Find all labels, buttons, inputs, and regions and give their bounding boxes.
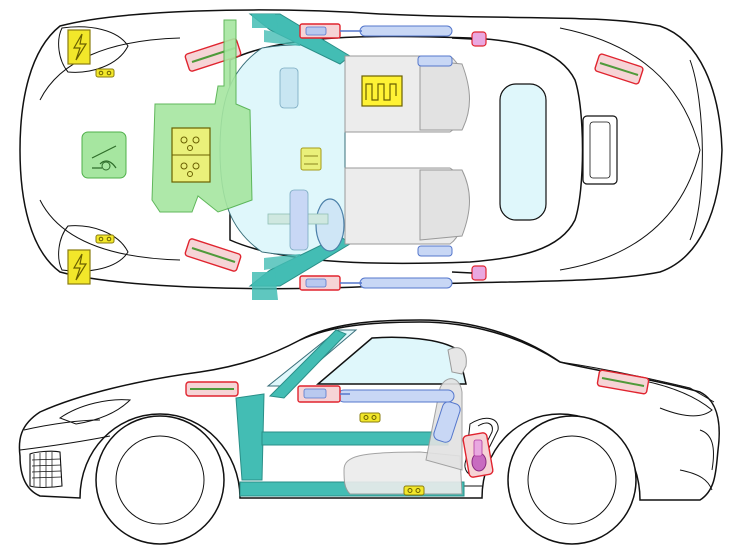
side-front-wheel-rim — [115, 435, 205, 525]
side-rear-wheel-rim — [527, 435, 617, 525]
roll-over-control-unit-icon — [361, 75, 403, 107]
top-belt-line-right — [451, 271, 473, 274]
side-door-frame — [235, 393, 265, 481]
top-dash-airbag-passenger — [279, 67, 299, 109]
top-door-airbag-right — [417, 245, 453, 257]
top-dash-airbag-driver — [289, 189, 309, 251]
top-rocker-right — [264, 254, 300, 270]
sensor-icon — [95, 68, 115, 78]
top-side-airbag-left — [359, 25, 453, 37]
top-belt-line-left — [451, 37, 473, 40]
belt-pretensioner-icon — [462, 432, 494, 478]
top-engine-cover — [582, 115, 618, 185]
airbag-inflator-icon — [299, 23, 362, 39]
top-rocker-left — [264, 30, 300, 46]
sensor-icon — [95, 234, 115, 244]
top-body-outline — [19, 9, 723, 290]
side-a-pillar — [268, 329, 347, 399]
top-view — [19, 9, 723, 300]
sensor-icon — [359, 412, 381, 423]
side-window — [315, 336, 467, 385]
gas-strut-icon — [596, 369, 650, 395]
top-rear-line — [559, 27, 701, 271]
airbag-inflator-icon — [299, 275, 362, 291]
belt-pretensioner-icon — [471, 31, 487, 47]
top-steering-wheel — [315, 198, 345, 252]
gas-strut-icon — [184, 238, 242, 272]
side-body-outline — [18, 321, 720, 501]
side-curtain-airbag — [337, 389, 455, 403]
top-seat-right — [344, 167, 470, 245]
top-side-airbag-right — [359, 277, 453, 289]
side-rear-spoiler — [639, 379, 713, 417]
top-seat-left — [344, 55, 470, 133]
side-headlight — [58, 399, 132, 425]
top-headlight-right — [58, 225, 129, 272]
sensor-icon — [300, 147, 322, 171]
belt-pretensioner-icon — [471, 265, 487, 281]
gas-strut-icon — [185, 381, 239, 397]
top-a-pillar-base-right — [252, 272, 278, 300]
airbag-inflator-icon — [297, 385, 350, 403]
top-hood-line — [39, 37, 181, 101]
side-door-beam — [261, 431, 449, 446]
washer-fluid-icon — [81, 131, 127, 179]
top-rear-window — [499, 83, 547, 221]
top-a-pillar-base-left — [252, 14, 278, 28]
top-door-airbag-left — [417, 55, 453, 67]
top-engine-vent — [589, 121, 611, 179]
side-rear-bumper — [679, 429, 714, 491]
side-air-intake-inner — [473, 422, 493, 469]
top-rear-spoiler — [689, 59, 703, 241]
top-hood-line-2 — [39, 199, 181, 261]
sensor-icon — [403, 485, 425, 496]
top-headlight-left — [58, 26, 129, 73]
high-voltage-battery-icon — [67, 249, 91, 285]
side-seat-airbag — [433, 401, 461, 443]
side-view — [18, 319, 720, 545]
side-soft-top — [299, 319, 561, 363]
airbag-control-unit-icon — [171, 127, 211, 183]
side-front-grille — [29, 450, 63, 489]
high-voltage-battery-icon — [67, 29, 91, 65]
gas-strut-icon — [594, 53, 644, 85]
